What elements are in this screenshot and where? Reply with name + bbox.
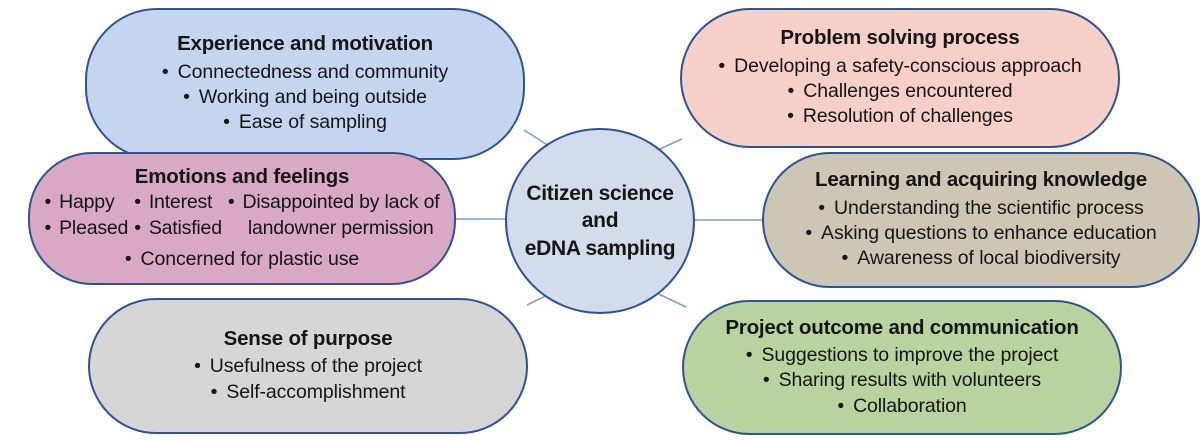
center-line-3: eDNA sampling	[524, 236, 676, 260]
bullet-item: Asking questions to enhance education	[805, 221, 1157, 246]
bullet-item: Interest	[134, 190, 213, 216]
bullet-item: Pleased	[44, 216, 128, 242]
bullet-column: Disappointed by lack of landowner permis…	[228, 190, 439, 241]
bullet-item: Sharing results with volunteers	[763, 368, 1042, 393]
node-bullet-list: Developing a safety-conscious approach C…	[718, 54, 1082, 130]
node-bullet-list: Suggestions to improve the project Shari…	[746, 343, 1058, 419]
bullet-item-continuation: landowner permission	[247, 216, 434, 239]
node-title: Learning and acquiring knowledge	[815, 168, 1147, 192]
center-line-1: Citizen science	[526, 182, 674, 206]
bullet-item: Ease of sampling	[223, 110, 387, 135]
bullet-item: Self-accomplishment	[211, 380, 405, 405]
bullet-item: Understanding the scientific process	[818, 196, 1144, 221]
bullet-item: Awareness of local biodiversity	[842, 246, 1120, 271]
node-title: Experience and motivation	[177, 32, 433, 56]
node-experience-and-motivation[interactable]: Experience and motivation Connectedness …	[85, 8, 525, 160]
bullet-item: Resolution of challenges	[787, 104, 1013, 129]
bullet-item: Disappointed by lack of	[228, 190, 439, 216]
bullet-column: Happy Pleased	[44, 190, 134, 241]
bullet-item: Happy	[44, 190, 115, 216]
center-line-2: and	[581, 209, 619, 233]
node-sense-of-purpose[interactable]: Sense of purpose Usefulness of the proje…	[88, 298, 528, 434]
node-problem-solving-process[interactable]: Problem solving process Developing a saf…	[680, 8, 1120, 148]
node-bullet-list: Connectedness and community Working and …	[162, 60, 449, 136]
bullet-item: Working and being outside	[183, 85, 427, 110]
node-bullet-list: Usefulness of the project Self-accomplis…	[194, 354, 422, 405]
node-bullet-list: Understanding the scientific process Ask…	[805, 196, 1157, 272]
bullet-column: Interest Satisfied	[134, 190, 228, 241]
node-bullet-columns: Happy Pleased Interest Satisfied Disappo…	[44, 190, 440, 241]
node-title: Emotions and feelings	[134, 165, 350, 188]
node-learning-and-acquiring-knowledge[interactable]: Learning and acquiring knowledge Underst…	[762, 152, 1200, 288]
bullet-item: Connectedness and community	[162, 60, 449, 85]
bullet-item: Challenges encountered	[788, 79, 1012, 104]
node-title: Project outcome and communication	[725, 315, 1079, 339]
node-title: Sense of purpose	[223, 327, 393, 351]
bullet-item: Collaboration	[837, 394, 967, 419]
bullet-item: Developing a safety-conscious approach	[718, 54, 1082, 79]
bullet-item: Satisfied	[134, 216, 222, 242]
bullet-item: Concerned for plastic use	[125, 247, 360, 272]
node-title: Problem solving process	[780, 26, 1020, 50]
node-project-outcome-and-communication[interactable]: Project outcome and communication Sugges…	[682, 300, 1122, 435]
bullet-item: Suggestions to improve the project	[746, 343, 1058, 368]
bullet-item: Usefulness of the project	[194, 354, 422, 379]
center-node-citizen-science-edna-sampling[interactable]: Citizen science and eDNA sampling	[505, 128, 695, 314]
node-emotions-and-feelings[interactable]: Emotions and feelings Happy Pleased Inte…	[28, 152, 456, 285]
